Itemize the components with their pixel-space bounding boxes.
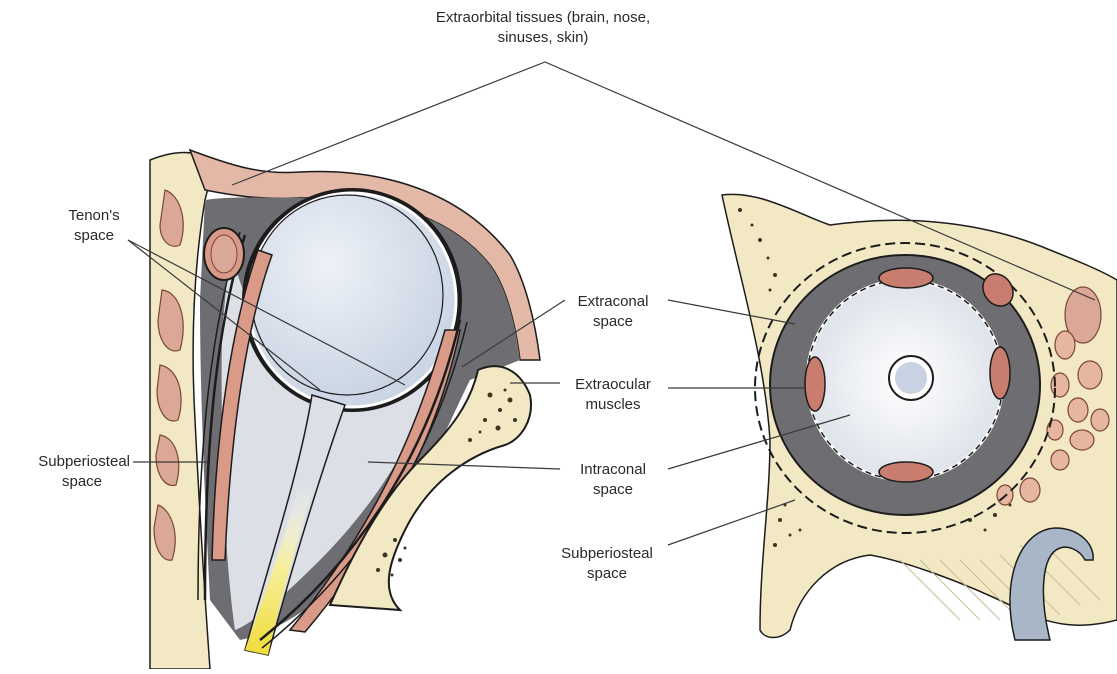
label-intraconal-space: Intraconal space (558, 460, 668, 500)
label-subperiosteal-left-line1: Subperiosteal (6, 452, 130, 472)
label-subperiosteal-right-line1: Subperiosteal (545, 544, 669, 564)
sagittal-orbit (150, 150, 540, 669)
label-extraocular-line1: Extraocular (558, 375, 668, 395)
label-subperiosteal-space-left: Subperiosteal space (6, 452, 130, 492)
label-intraconal-line2: space (558, 480, 668, 500)
label-tenons-line1: Tenon's (44, 206, 144, 226)
label-subperiosteal-right-line2: space (545, 564, 669, 584)
label-tenons-line2: space (44, 226, 144, 246)
label-extraorbital-tissues: Extraorbital tissues (brain, nose, sinus… (398, 8, 688, 48)
label-extraconal-line1: Extraconal (558, 292, 668, 312)
label-extraconal-line2: space (558, 312, 668, 332)
label-subperiosteal-space-right: Subperiosteal space (545, 544, 669, 584)
label-tenons-space: Tenon's space (44, 206, 144, 246)
label-extraocular-muscles: Extraocular muscles (558, 375, 668, 415)
label-extraconal-space: Extraconal space (558, 292, 668, 332)
label-extraorbital-line1: Extraorbital tissues (brain, nose, (398, 8, 688, 28)
coronal-orbit (722, 194, 1117, 640)
label-subperiosteal-left-line2: space (6, 472, 130, 492)
label-intraconal-line1: Intraconal (558, 460, 668, 480)
label-extraorbital-line2: sinuses, skin) (398, 28, 688, 48)
label-extraocular-line2: muscles (558, 395, 668, 415)
